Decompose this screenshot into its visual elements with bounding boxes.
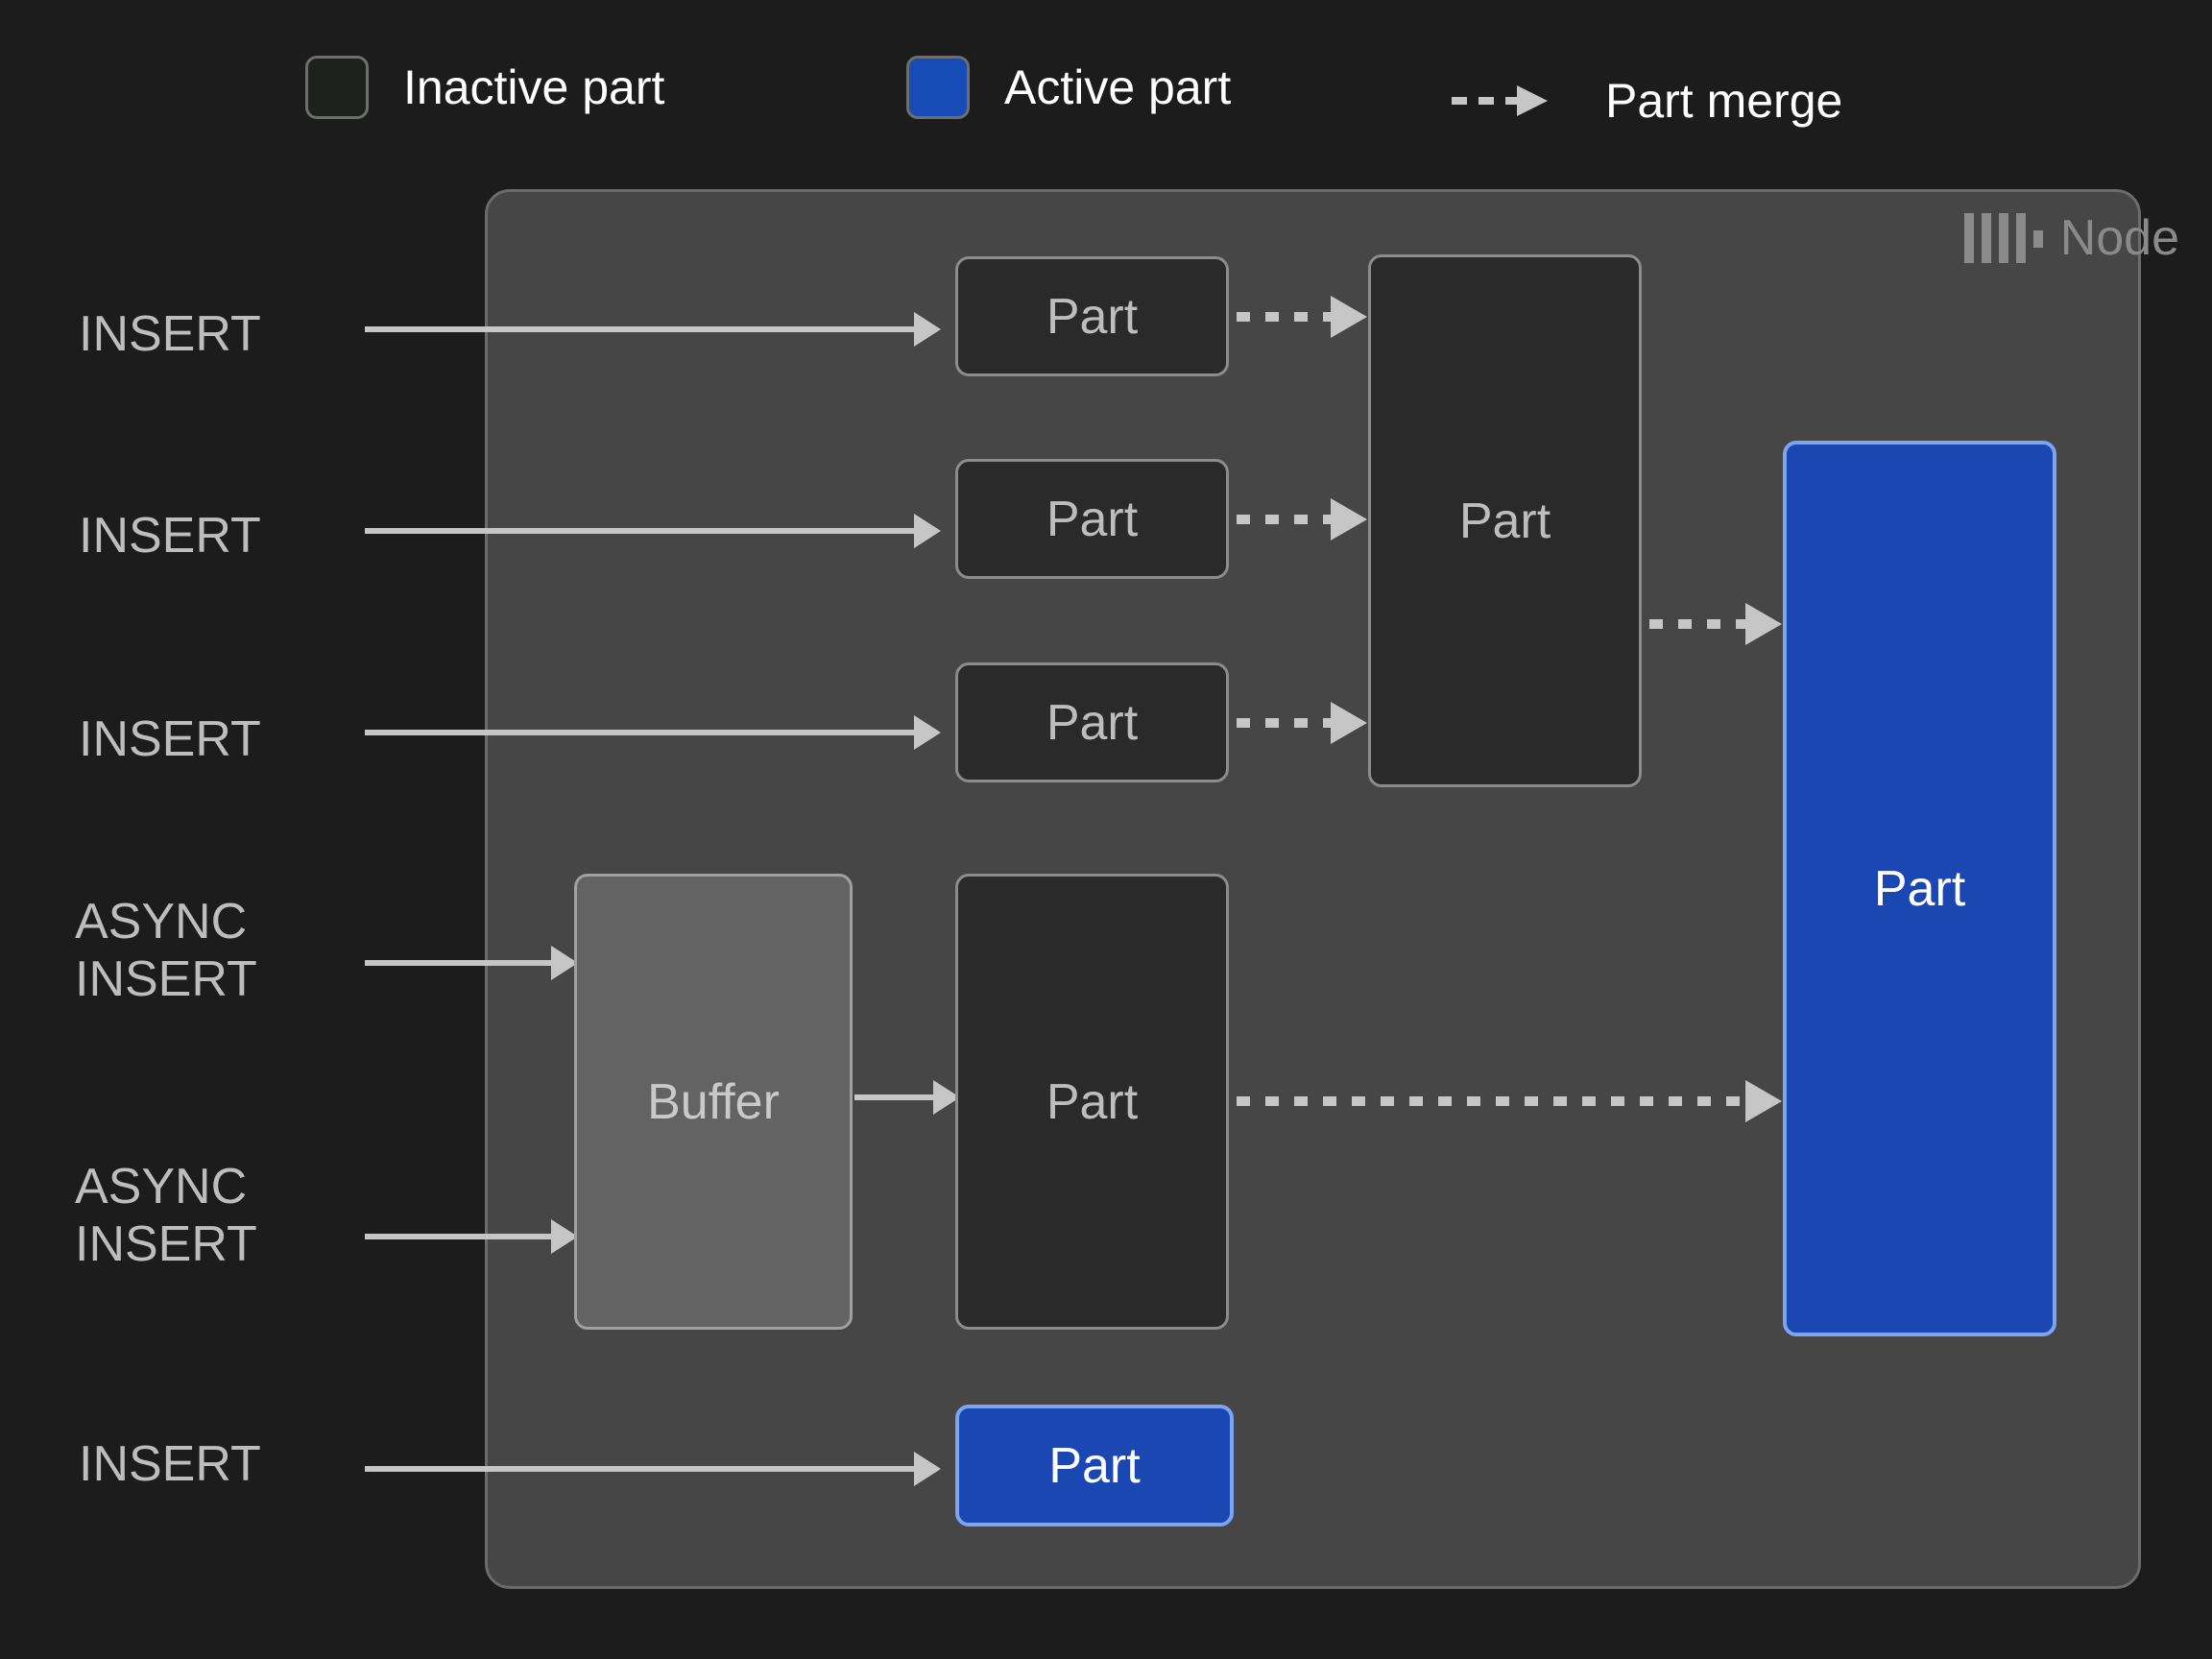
node-title: Node	[2059, 210, 2179, 266]
merge-arrow-row-1	[1237, 296, 1371, 338]
input-label-insert-3: INSERT	[79, 711, 261, 767]
dashed-arrow-icon	[1452, 85, 1551, 116]
legend: Inactive part Active part Part merge	[0, 38, 2212, 144]
input-label-insert-1: INSERT	[79, 306, 261, 362]
part-box-label: Part	[1046, 491, 1139, 547]
merge-arrow-row-2	[1237, 498, 1371, 541]
arrow-insert-2-to-part	[365, 514, 941, 548]
input-label-async-insert-2: ASYNC INSERT	[75, 1159, 257, 1272]
part-box-label: Part	[1046, 288, 1139, 345]
inactive-part-swatch-icon	[305, 56, 369, 119]
arrow-insert-1-to-part	[365, 312, 941, 347]
arrowhead-icon	[1517, 85, 1548, 116]
clickhouse-logo-icon	[1963, 213, 2043, 263]
buffer-box-label: Buffer	[647, 1073, 780, 1130]
input-label-async-insert-1: ASYNC INSERT	[75, 894, 257, 1007]
legend-item-active-part: Active part	[906, 56, 1231, 119]
part-box-label: Part	[1046, 694, 1139, 751]
active-part-swatch-icon	[906, 56, 970, 119]
node-tag: Node	[1963, 210, 2179, 266]
legend-label-inactive: Inactive part	[403, 60, 665, 114]
arrow-buffer-to-part	[854, 1080, 960, 1115]
arrow-insert-3-to-part	[365, 715, 941, 750]
part-box-label: Part	[1046, 1073, 1139, 1130]
dashed-line-segment	[1452, 97, 1521, 105]
part-box-row-2[interactable]: Part	[955, 459, 1229, 579]
part-box-merged[interactable]: Part	[1368, 254, 1642, 787]
merge-arrow-async-to-final	[1237, 1080, 1786, 1122]
part-box-label: Part	[1873, 860, 1966, 917]
part-box-row-3[interactable]: Part	[955, 662, 1229, 782]
input-label-insert-2: INSERT	[79, 508, 261, 564]
part-box-final-active[interactable]: Part	[1783, 441, 2056, 1336]
merge-arrow-merged-to-final	[1649, 603, 1786, 645]
part-box-row-1[interactable]: Part	[955, 256, 1229, 376]
part-box-async[interactable]: Part	[955, 874, 1229, 1330]
legend-item-inactive-part: Inactive part	[305, 56, 664, 119]
arrow-async-insert-1-to-buffer	[365, 946, 578, 980]
legend-item-part-merge: Part merge	[1452, 77, 1842, 125]
part-box-label: Part	[1458, 493, 1551, 549]
legend-label-merge: Part merge	[1605, 74, 1843, 128]
part-box-label: Part	[1048, 1437, 1141, 1494]
legend-label-active: Active part	[1004, 60, 1232, 114]
arrow-async-insert-2-to-buffer	[365, 1219, 578, 1254]
buffer-box[interactable]: Buffer	[574, 874, 853, 1330]
merge-arrow-row-3	[1237, 702, 1371, 744]
arrow-insert-4-to-active-part	[365, 1452, 941, 1486]
input-label-insert-4: INSERT	[79, 1436, 261, 1492]
part-box-active-insert[interactable]: Part	[955, 1405, 1234, 1527]
